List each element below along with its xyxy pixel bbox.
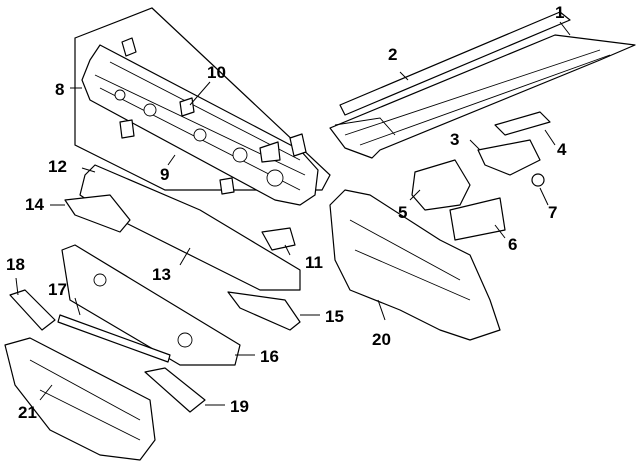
part-brackets-10 [121, 37, 307, 163]
callout-6: 6 [508, 235, 517, 254]
part-19-bracket [144, 367, 206, 413]
callout-12: 12 [48, 157, 67, 176]
callout-3: 3 [450, 130, 459, 149]
part-15-bracket [227, 291, 301, 331]
callout-7: 7 [548, 203, 557, 222]
callout-21: 21 [18, 403, 37, 422]
callout-1: 1 [555, 3, 564, 22]
callout-19: 19 [230, 397, 249, 416]
part-dash-upper-panel [81, 44, 319, 206]
part-5-duct [411, 159, 471, 211]
assembly-inset-frame [74, 7, 331, 191]
callout-16: 16 [260, 347, 279, 366]
part-21-lower-panel [4, 337, 156, 461]
callout-5: 5 [398, 203, 407, 222]
part-cowl-top-panel [329, 11, 636, 159]
part-4-filter [494, 111, 551, 136]
callout-2: 2 [388, 45, 397, 64]
part-16-radiator-support [61, 244, 241, 366]
callout-17: 17 [48, 280, 67, 299]
callout-10: 10 [207, 63, 226, 82]
callout-4: 4 [557, 140, 567, 159]
callout-11: 11 [305, 253, 323, 272]
callout-20: 20 [372, 330, 391, 349]
part-18-bracket [9, 289, 56, 331]
part-6-grille [449, 197, 506, 241]
part-3-seal [477, 139, 541, 176]
callout-8: 8 [55, 80, 64, 99]
callout-9: 9 [160, 165, 169, 184]
leader-lines [15, 21, 571, 406]
part-17-strip [57, 314, 171, 363]
callout-15: 15 [325, 307, 344, 326]
callout-18: 18 [6, 255, 25, 274]
part-11-bracket [261, 227, 296, 251]
callout-14: 14 [25, 195, 44, 214]
part-clips-9 [119, 119, 235, 195]
part-7-clip [531, 173, 545, 187]
callout-13: 13 [152, 265, 171, 284]
part-14-bracket [64, 194, 131, 233]
part-20-dash-panel [329, 189, 501, 341]
